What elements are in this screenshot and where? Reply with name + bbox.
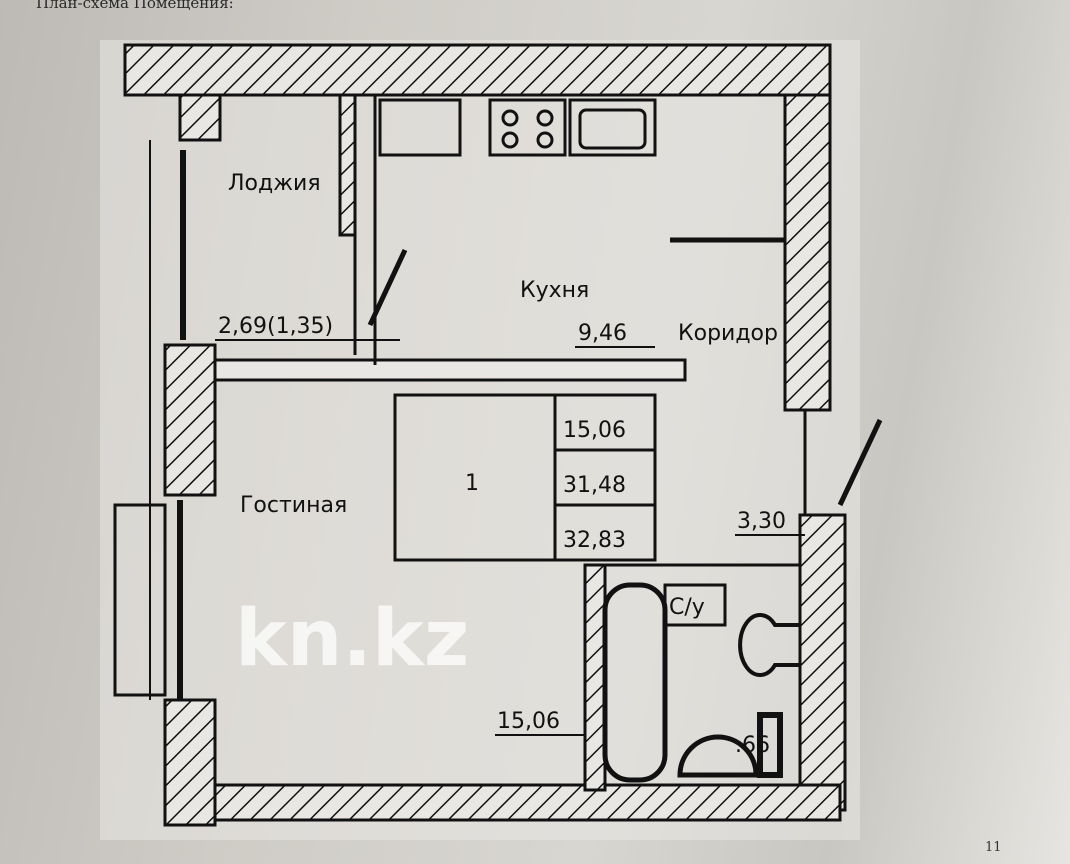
loggia-label: Лоджия xyxy=(228,171,321,196)
kitchen-label: Кухня xyxy=(520,278,589,303)
entry-door xyxy=(837,418,883,507)
bath-partition xyxy=(583,563,607,792)
paper-sheet xyxy=(100,40,860,840)
burner xyxy=(536,131,554,149)
window xyxy=(113,503,167,697)
corridor-label: Коридор xyxy=(678,321,778,346)
watermark-logo: kn.kz xyxy=(235,594,469,684)
table-living-area: 15,06 xyxy=(563,418,626,443)
table-total-with-loggia: 32,83 xyxy=(563,528,626,553)
loggia-area: 2,69(1,35) xyxy=(218,314,333,339)
stove-icon xyxy=(488,98,567,157)
bathroom-area: .66 xyxy=(735,733,770,758)
burner xyxy=(501,109,519,127)
room-count: 1 xyxy=(465,471,479,496)
loggia-wall xyxy=(178,93,222,142)
sink-icon xyxy=(568,98,657,157)
cabinet xyxy=(378,98,462,157)
living-left-wall-lower xyxy=(163,698,217,827)
bathroom-label-box xyxy=(663,583,727,627)
kitchen-area: 9,46 xyxy=(578,321,627,346)
bathroom-label: С/у xyxy=(669,595,705,620)
summary-table xyxy=(393,393,657,562)
living-area: 15,06 xyxy=(497,709,560,734)
burner xyxy=(501,131,519,149)
washer xyxy=(757,712,783,778)
sink-icon xyxy=(677,734,759,778)
top-wall xyxy=(123,43,832,97)
living-left-wall-upper xyxy=(163,343,217,497)
bottom-wall xyxy=(213,783,842,822)
corridor-area: 3,30 xyxy=(737,509,786,534)
burner xyxy=(536,109,554,127)
corridor-wall xyxy=(783,93,832,412)
living-label: Гостиная xyxy=(240,493,347,518)
page-number: 11 xyxy=(985,840,1002,855)
kitchen-partition xyxy=(213,358,687,382)
bathtub-icon xyxy=(602,582,668,783)
loggia-door xyxy=(367,248,408,327)
toilet-icon xyxy=(738,613,800,677)
document-title: План-схема Помещения: xyxy=(36,0,234,12)
sink-bowl xyxy=(578,108,647,150)
table-total-area: 31,48 xyxy=(563,473,626,498)
loggia-partition xyxy=(338,93,357,237)
walls xyxy=(113,43,883,827)
bath-outer-wall xyxy=(798,513,847,812)
